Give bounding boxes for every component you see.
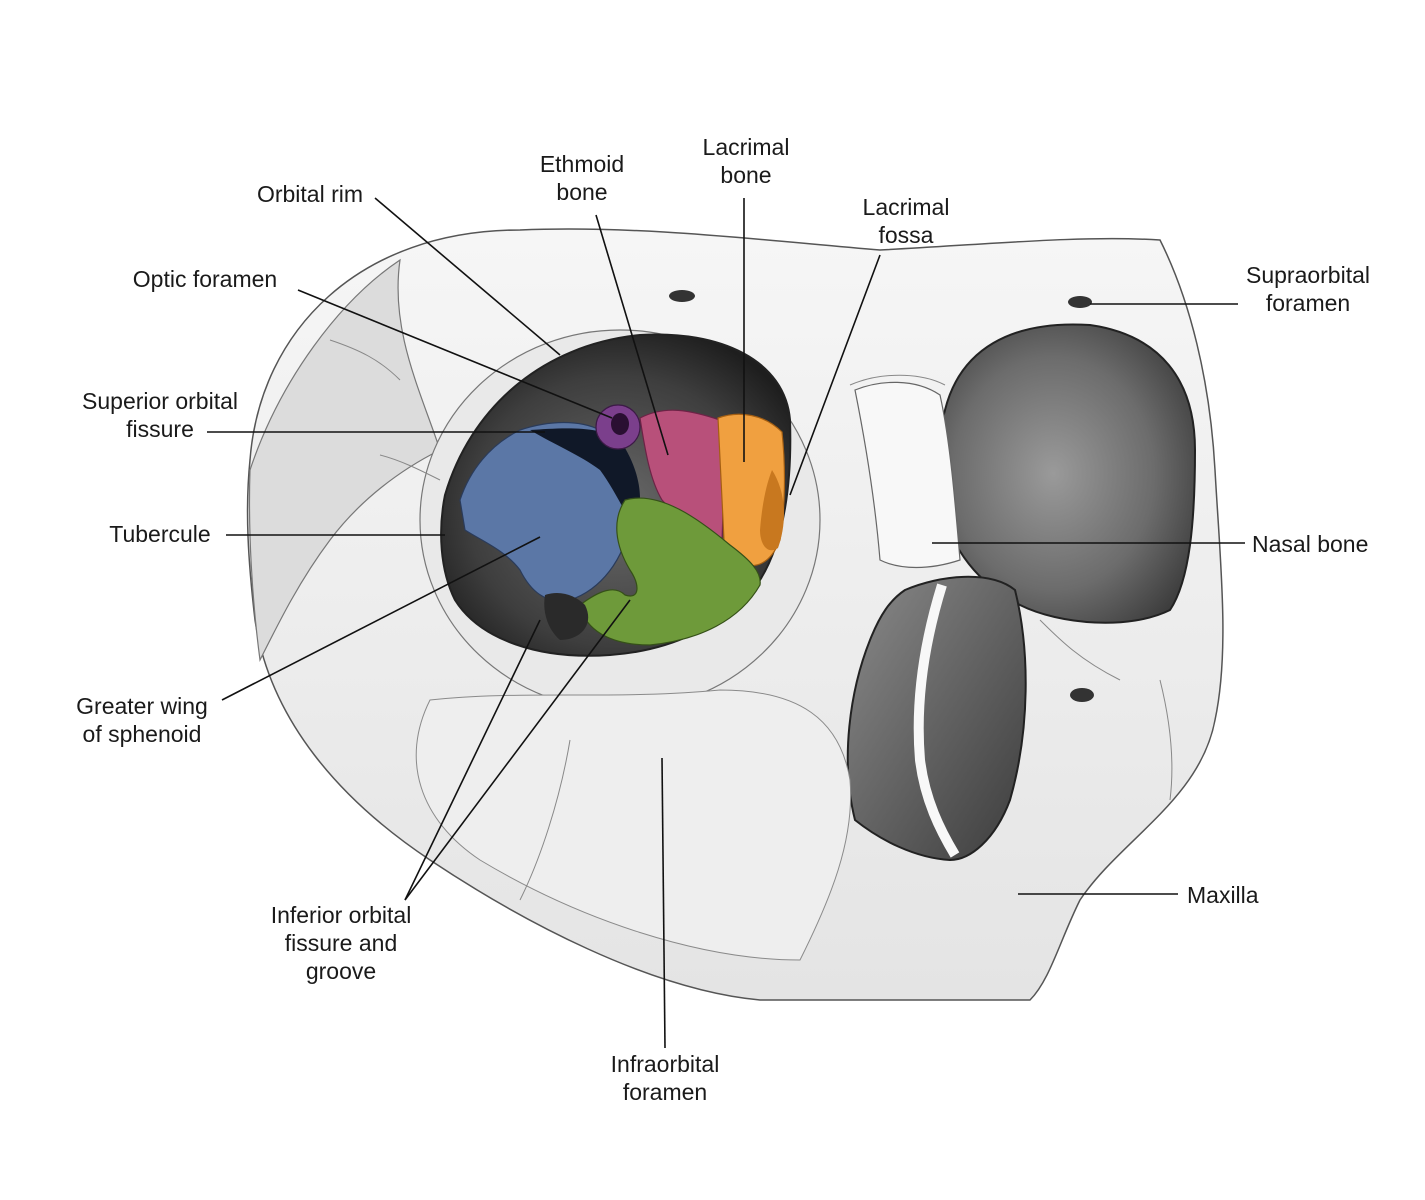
temporal-region: [248, 258, 441, 663]
leader-lines: [207, 197, 1245, 1049]
supraorbital-foramen-left: [669, 290, 695, 302]
label-lacrimal-bone: Lacrimal bone: [702, 134, 790, 188]
label-greater-wing-of-sphenoid: Greater wing of sphenoid: [76, 693, 208, 747]
label-orbital-rim: Orbital rim: [256, 181, 364, 207]
label-nasal-bone: Nasal bone: [1252, 531, 1369, 557]
label-lacrimal-fossa: Lacrimal fossa: [862, 194, 950, 248]
label-inferior-orbital-fissure: Inferior orbital fissure and groove: [270, 902, 412, 984]
supraorbital-foramen-right: [1068, 296, 1092, 308]
inferior-fissure-shape: [544, 593, 589, 640]
suture-lines: [329, 339, 1173, 901]
maxilla-body: [415, 689, 852, 961]
label-supraorbital-foramen: Supraorbital foramen: [1245, 262, 1371, 316]
label-ethmoid-bone: Ethmoid bone: [539, 151, 625, 205]
label-tubercule: Tubercule: [109, 521, 211, 547]
label-infraorbital-foramen: Infraorbital foramen: [610, 1051, 720, 1105]
label-maxilla: Maxilla: [1187, 882, 1259, 908]
fissure-band: [530, 428, 640, 525]
nasal-cavity: [846, 575, 1027, 862]
zygomatic-foramen: [1070, 688, 1094, 702]
lacrimal-fossa-shape: [760, 470, 784, 551]
nasal-septum: [913, 583, 960, 858]
orbital-floor-maxilla: [579, 497, 761, 646]
label-superior-orbital-fissure: Superior orbital fissure: [82, 388, 238, 442]
nasal-bridge: [854, 381, 961, 569]
label-optic-foramen: Optic foramen: [132, 266, 278, 292]
